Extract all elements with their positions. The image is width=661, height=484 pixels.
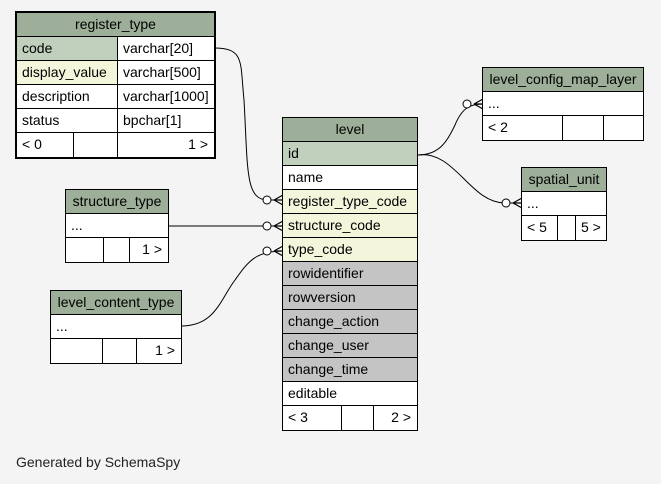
column-row: ...	[483, 92, 643, 116]
columns-ellipsis: ...	[488, 95, 500, 111]
column-type: varchar[1000]	[117, 85, 214, 108]
column-name: editable	[288, 385, 338, 401]
table-level[interactable]: level id name register_type_code structu…	[282, 117, 418, 431]
column-name: description	[22, 88, 90, 104]
rel-register-type	[213, 47, 283, 201]
cardinality-circle	[501, 198, 511, 208]
children-count[interactable]: 1 >	[129, 238, 168, 262]
column-row-editable[interactable]: editable	[283, 382, 417, 406]
column-row-name[interactable]: name	[283, 166, 417, 190]
parents-count[interactable]: < 2	[488, 119, 508, 135]
columns-ellipsis: ...	[56, 318, 68, 334]
column-row[interactable]: description varchar[1000]	[17, 85, 214, 109]
crows-foot	[512, 197, 523, 209]
column-name: type_code	[288, 241, 353, 257]
column-row-type-code[interactable]: type_code	[283, 238, 417, 262]
column-type: varchar[500]	[117, 61, 214, 84]
footer-spacer	[102, 339, 136, 363]
rel-level-content-type	[180, 250, 284, 327]
table-footer: 1 >	[51, 339, 181, 363]
table-title[interactable]: register_type	[17, 13, 214, 37]
table-title[interactable]: level_content_type	[51, 291, 181, 315]
column-row-change-time[interactable]: change_time	[283, 358, 417, 382]
cardinality-circle	[262, 246, 272, 256]
footer-spacer	[341, 406, 373, 430]
column-name: display_value	[17, 61, 117, 84]
table-level-content-type[interactable]: level_content_type ... 1 >	[50, 290, 182, 364]
crows-foot	[473, 98, 484, 110]
table-structure-type[interactable]: structure_type ... 1 >	[65, 189, 169, 263]
footer-spacer	[557, 216, 575, 240]
column-name: name	[288, 169, 324, 185]
footer-spacer	[603, 116, 643, 140]
column-name: change_action	[288, 313, 380, 329]
column-name: status	[22, 112, 60, 128]
columns-ellipsis: ...	[71, 217, 83, 233]
table-footer: < 5 5 >	[522, 216, 606, 240]
column-type: varchar[20]	[117, 37, 214, 60]
column-name: change_time	[288, 361, 369, 377]
rel-level-config-map-layer	[417, 103, 484, 156]
rel-spatial-unit	[417, 154, 522, 204]
column-row: ...	[66, 214, 168, 238]
table-register-type[interactable]: register_type code varchar[20] display_v…	[15, 11, 216, 159]
column-row[interactable]: status bpchar[1]	[17, 109, 214, 133]
parents-count[interactable]: < 0	[22, 136, 42, 152]
table-footer: < 3 2 >	[283, 406, 417, 430]
cardinality-circle	[462, 99, 472, 109]
column-row[interactable]: display_value varchar[500]	[17, 61, 214, 85]
column-name: rowidentifier	[288, 265, 364, 281]
cardinality-circle	[262, 195, 272, 205]
column-name: code	[17, 37, 117, 60]
parents-count[interactable]: < 5	[527, 219, 547, 235]
crows-foot	[273, 245, 284, 257]
footer-spacer	[562, 116, 603, 140]
table-spatial-unit[interactable]: spatial_unit ... < 5 5 >	[521, 167, 607, 241]
table-footer: < 0 1 >	[17, 133, 214, 157]
crows-foot	[273, 220, 284, 232]
footer-spacer	[66, 238, 103, 262]
column-row-structure-code[interactable]: structure_code	[283, 214, 417, 238]
columns-ellipsis: ...	[527, 195, 539, 211]
column-name: rowversion	[288, 289, 356, 305]
table-title[interactable]: level	[283, 118, 417, 142]
children-count[interactable]: 5 >	[575, 216, 606, 240]
column-row-rowidentifier[interactable]: rowidentifier	[283, 262, 417, 286]
cardinality-circle	[262, 221, 272, 231]
column-type: bpchar[1]	[117, 109, 214, 132]
column-row[interactable]: code varchar[20]	[17, 37, 214, 61]
column-row-id[interactable]: id	[283, 142, 417, 166]
table-title[interactable]: spatial_unit	[522, 168, 606, 192]
children-count[interactable]: 2 >	[373, 406, 417, 430]
footer-spacer	[103, 238, 129, 262]
generated-by-text: Generated by SchemaSpy	[16, 454, 181, 470]
column-name: register_type_code	[288, 193, 408, 209]
crows-foot	[273, 194, 284, 206]
footer-spacer	[51, 339, 102, 363]
footer-spacer	[73, 133, 117, 157]
column-row-rowversion[interactable]: rowversion	[283, 286, 417, 310]
column-row-change-user[interactable]: change_user	[283, 334, 417, 358]
column-row-change-action[interactable]: change_action	[283, 310, 417, 334]
column-name: id	[288, 145, 299, 161]
column-row-register-type-code[interactable]: register_type_code	[283, 190, 417, 214]
column-name: change_user	[288, 337, 369, 353]
column-row: ...	[51, 315, 181, 339]
column-row: ...	[522, 192, 606, 216]
table-title[interactable]: structure_type	[66, 190, 168, 214]
children-count[interactable]: 1 >	[136, 339, 181, 363]
children-count[interactable]: 1 >	[117, 133, 214, 157]
table-level-config-map-layer[interactable]: level_config_map_layer ... < 2	[482, 67, 644, 141]
table-title[interactable]: level_config_map_layer	[483, 68, 643, 92]
column-name: structure_code	[288, 217, 381, 233]
table-footer: 1 >	[66, 238, 168, 262]
parents-count[interactable]: < 3	[288, 409, 308, 425]
table-footer: < 2	[483, 116, 643, 140]
